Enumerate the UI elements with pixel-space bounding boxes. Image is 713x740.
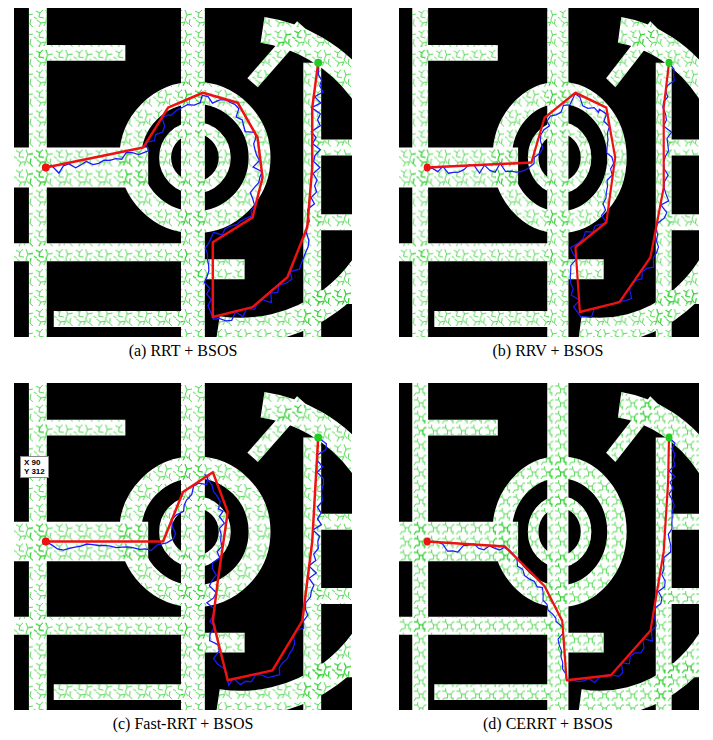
optimized-path — [46, 438, 318, 681]
goal-point — [665, 434, 672, 442]
goal-point — [314, 434, 322, 442]
coordinate-tooltip: X 90Y 312 — [20, 456, 49, 478]
caption-holder: (a) RRT + BSOS — [129, 342, 238, 360]
caption-holder: (c) Fast-RRT + BSOS — [113, 715, 254, 733]
start-point — [424, 164, 431, 172]
raw-path — [46, 438, 327, 686]
start-point — [42, 538, 50, 546]
panel-caption: (c) Fast-RRT + BSOS — [113, 715, 254, 733]
optimized-path — [427, 63, 669, 312]
caption-holder: (d) CERRT + BSOS — [483, 715, 613, 733]
start-point — [424, 538, 431, 546]
coordinate-readout: Y 312 — [24, 467, 45, 476]
goal-point — [665, 59, 672, 67]
raw-path — [427, 438, 675, 683]
panel-caption: (b) RRV + BSOS — [492, 342, 603, 360]
optimized-path — [427, 438, 669, 681]
map-panel — [14, 383, 391, 710]
coordinate-readout: X 90 — [24, 458, 45, 467]
start-point — [42, 164, 50, 172]
map-panel — [399, 8, 713, 337]
map-panel — [14, 8, 391, 337]
raw-path — [427, 63, 674, 318]
raw-path — [46, 63, 323, 321]
panel-caption: (a) RRT + BSOS — [129, 342, 238, 360]
optimized-path — [46, 63, 318, 317]
map-panel — [399, 383, 713, 710]
goal-point — [314, 59, 322, 67]
panel-caption: (d) CERRT + BSOS — [483, 715, 613, 733]
caption-holder: (b) RRV + BSOS — [492, 342, 603, 360]
